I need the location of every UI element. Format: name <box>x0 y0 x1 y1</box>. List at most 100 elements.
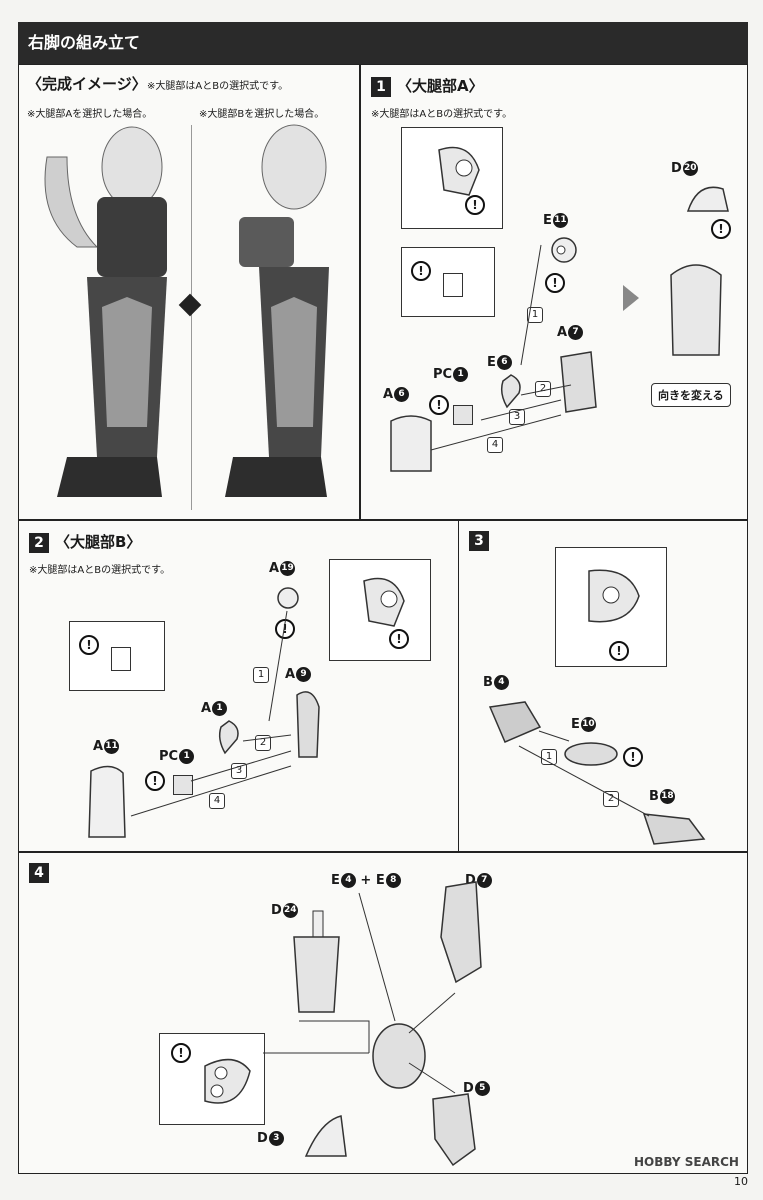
step2-note: ※大腿部はAとBの選択式です。 <box>29 565 171 576</box>
step-marker: 4 <box>487 437 503 453</box>
preview-note: ※大腿部はAとBの選択式です。 <box>147 81 289 92</box>
part-a11 <box>88 765 126 838</box>
step1-heading: 1 〈大腿部A〉 <box>371 75 484 97</box>
part-b18 <box>642 813 706 845</box>
option-b-label: ※大腿部Bを選択した場合。 <box>199 109 325 120</box>
warning-icon: ! <box>465 195 485 215</box>
step-marker: 3 <box>231 763 247 779</box>
step-marker: 1 <box>541 749 557 765</box>
step-marker: 1 <box>527 307 543 323</box>
step-marker: 2 <box>603 791 619 807</box>
manual-page: 右脚の組み立て 〈完成イメージ〉 ※大腿部はAとBの選択式です。 ※大腿部Aを選… <box>18 12 748 1190</box>
step3-detail-part <box>588 569 640 623</box>
step3-heading: 3 <box>469 531 495 551</box>
preview-panel: 〈完成イメージ〉 ※大腿部はAとBの選択式です。 ※大腿部Aを選択した場合。 ※… <box>18 64 360 520</box>
part-a6 <box>390 415 432 472</box>
warning-icon: ! <box>711 219 731 239</box>
preview-title: 〈完成イメージ〉 <box>27 75 147 93</box>
thigh-assembly-a <box>670 264 722 356</box>
part-b4 <box>488 701 542 743</box>
step3-number: 3 <box>469 531 489 551</box>
step1-note: ※大腿部はAとBの選択式です。 <box>371 109 513 120</box>
watermark: HOBBY SEARCH <box>634 1155 739 1169</box>
warning-icon: ! <box>545 273 565 293</box>
step1-title: 〈大腿部A〉 <box>397 77 484 95</box>
step4-number: 4 <box>29 863 49 883</box>
step2-number: 2 <box>29 532 49 553</box>
part-pc1 <box>173 775 193 795</box>
warning-icon: ! <box>389 629 409 649</box>
step4-detail-part <box>204 1058 251 1104</box>
joint-e4-e8 <box>372 1023 426 1089</box>
warning-icon: ! <box>79 635 99 655</box>
page-number: 10 <box>734 1175 748 1188</box>
step2-pc-box <box>69 621 165 691</box>
part-pc1 <box>453 405 473 425</box>
part-d7 <box>440 881 482 984</box>
option-a-label: ※大腿部Aを選択した場合。 <box>27 109 153 120</box>
part-a9 <box>296 691 320 758</box>
warning-icon: ! <box>171 1043 191 1063</box>
assembly-lines <box>518 730 650 817</box>
step-marker: 3 <box>509 409 525 425</box>
step4-heading: 4 <box>29 863 55 883</box>
assembly-lines <box>130 610 292 817</box>
part-e6 <box>500 374 521 409</box>
pc-slot-icon <box>443 273 463 297</box>
step-marker: 4 <box>209 793 225 809</box>
part-d24 <box>293 910 340 1013</box>
step2-title: 〈大腿部B〉 <box>55 533 142 551</box>
part-d3 <box>304 1115 347 1157</box>
turn-label: 向きを変える <box>651 383 731 407</box>
section-header: 右脚の組み立て <box>18 22 748 64</box>
part-e10 <box>564 742 618 766</box>
warning-icon: ! <box>145 771 165 791</box>
part-a1 <box>218 720 239 755</box>
leg-illustration-b <box>225 124 329 497</box>
step2-heading: 2 〈大腿部B〉 <box>29 531 141 553</box>
warning-icon: ! <box>429 395 449 415</box>
step-marker: 1 <box>253 667 269 683</box>
pc-slot-icon <box>111 647 131 671</box>
part-d20 <box>686 186 729 212</box>
part-a7 <box>560 351 597 413</box>
preview-divider <box>191 125 192 510</box>
part-a19 <box>277 587 299 609</box>
part-e11 <box>551 237 577 263</box>
step1-number: 1 <box>371 76 391 97</box>
step1-detail-part <box>438 146 480 196</box>
leg-illustration-a <box>44 126 167 497</box>
warning-icon: ! <box>411 261 431 281</box>
assembly-lines <box>430 244 572 451</box>
warning-icon: ! <box>609 641 629 661</box>
assembly-lines <box>263 892 456 1094</box>
next-arrow-icon <box>623 285 639 311</box>
part-d5 <box>432 1093 476 1167</box>
step2-detail-part <box>363 577 405 627</box>
warning-icon: ! <box>623 747 643 767</box>
warning-icon: ! <box>275 619 295 639</box>
